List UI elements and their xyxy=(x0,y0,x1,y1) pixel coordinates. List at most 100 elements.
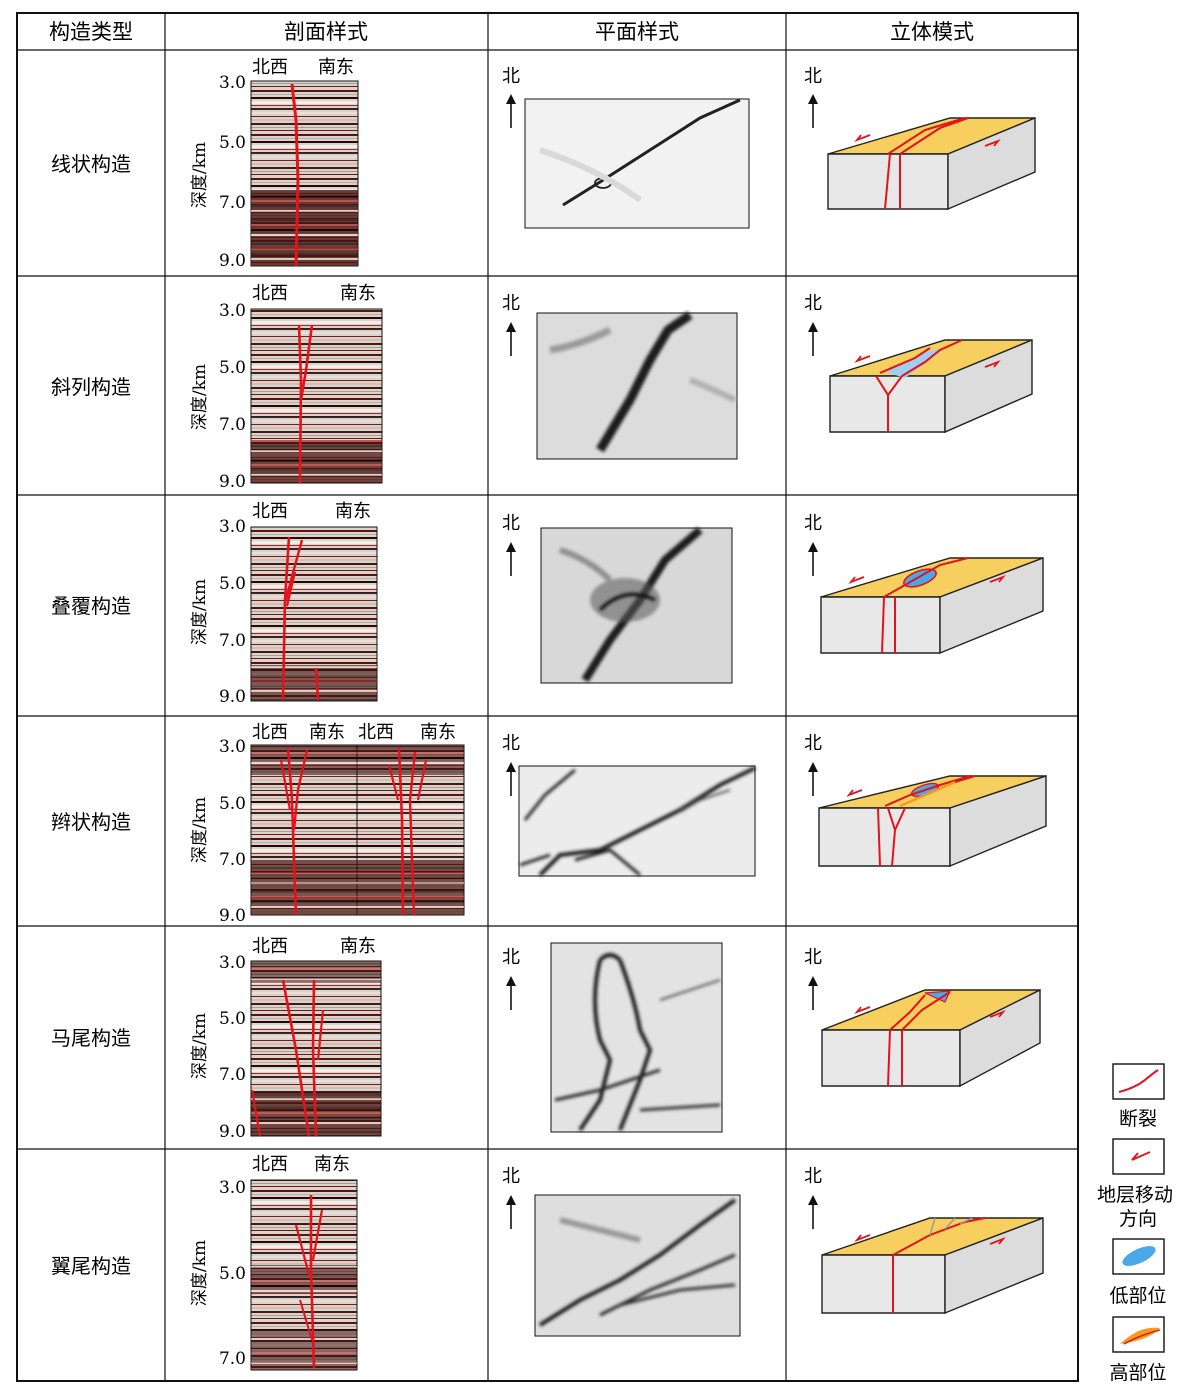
legend-label: 低部位 xyxy=(1109,1285,1166,1307)
header-plan: 平面样式 xyxy=(595,20,679,44)
profile-title: 南东 xyxy=(318,57,354,78)
fault-trace xyxy=(284,539,304,601)
depth-tick: 5.0 xyxy=(219,574,246,594)
fault-trace xyxy=(297,324,303,484)
legend-label: 断裂 xyxy=(1119,1108,1157,1130)
svg-text:北: 北 xyxy=(502,733,520,754)
svg-text:北: 北 xyxy=(502,66,520,87)
depth-tick: 9.0 xyxy=(219,906,246,926)
block-model-2 xyxy=(829,338,1033,434)
fault-trace xyxy=(292,749,309,831)
legend: 断裂 地层移动 方向 低部位 高部位 xyxy=(1097,1063,1179,1384)
fault-trace xyxy=(281,979,311,1137)
legend-item-movement: 地层移动 方向 xyxy=(1097,1138,1179,1230)
north-arrow-icon: 北 xyxy=(804,947,822,1010)
profile-section-3: 北西 南东 3.0 5.0 7.0 9.0 深度/km xyxy=(190,501,378,707)
north-arrow-icon: 北 xyxy=(502,947,520,1010)
row-label: 线状构造 xyxy=(51,152,131,176)
svg-text:北: 北 xyxy=(502,293,520,314)
depth-tick: 3.0 xyxy=(219,73,246,93)
profile-section-1: 北西 南东 3.0 5.0 7.0 9.0 深度/km xyxy=(190,57,359,271)
depth-tick: 5.0 xyxy=(219,133,246,153)
depth-tick: 7.0 xyxy=(219,631,246,651)
header-3d: 立体模式 xyxy=(890,20,974,44)
fault-trace xyxy=(294,1224,311,1276)
row-label: 翼尾构造 xyxy=(51,1254,131,1278)
profile-title: 北西 xyxy=(252,501,288,522)
north-arrow-icon: 北 xyxy=(502,66,520,128)
plan-map-4 xyxy=(518,765,756,877)
profile-title: 北西 xyxy=(252,1154,288,1175)
fault-trace xyxy=(285,571,297,607)
fault-trace xyxy=(250,1089,262,1137)
legend-label: 高部位 xyxy=(1109,1362,1166,1384)
block-model-3 xyxy=(820,556,1044,655)
depth-tick: 9.0 xyxy=(219,251,246,271)
row-label: 斜列构造 xyxy=(51,375,131,399)
depth-axis-label: 深度/km xyxy=(190,364,210,430)
depth-tick: 5.0 xyxy=(219,1264,246,1284)
plan-map-3 xyxy=(540,526,733,684)
plan-map-5 xyxy=(550,942,723,1133)
svg-text:北: 北 xyxy=(804,293,822,314)
svg-text:北: 北 xyxy=(804,513,822,534)
low-position-icon xyxy=(1122,1246,1156,1266)
header-profile: 剖面样式 xyxy=(284,20,368,44)
fault-trace xyxy=(290,83,300,267)
fault-trace xyxy=(309,1195,316,1369)
svg-text:北: 北 xyxy=(804,66,822,87)
depth-axis-label: 深度/km xyxy=(190,579,210,645)
svg-text:北: 北 xyxy=(804,947,822,968)
depth-tick: 9.0 xyxy=(219,1122,246,1142)
fault-trace xyxy=(311,979,318,1137)
depth-axis-label: 深度/km xyxy=(190,797,210,863)
depth-tick: 7.0 xyxy=(219,415,246,435)
fault-trace xyxy=(299,1299,313,1341)
svg-text:北: 北 xyxy=(804,733,822,754)
block-model-5 xyxy=(821,988,1041,1088)
depth-tick: 7.0 xyxy=(219,193,246,213)
profile-title: 北西 xyxy=(252,283,288,304)
profile-title: 北西 xyxy=(252,722,288,743)
profile-section-4: 北西 南东 北西 南东 3.0 5.0 7.0 9.0 深度/km xyxy=(190,722,465,926)
depth-axis-label: 深度/km xyxy=(190,142,210,208)
legend-item-fault: 断裂 xyxy=(1112,1063,1165,1130)
depth-tick: 5.0 xyxy=(219,794,246,814)
depth-tick: 5.0 xyxy=(219,1009,246,1029)
fault-trace xyxy=(397,747,405,916)
north-arrow-icon: 北 xyxy=(804,1166,822,1229)
table-grid xyxy=(16,12,1079,1382)
depth-tick: 9.0 xyxy=(219,687,246,707)
profile-title: 南东 xyxy=(314,1154,350,1175)
fault-trace xyxy=(299,324,314,401)
legend-label: 地层移动 方向 xyxy=(1097,1184,1179,1230)
plan-map-6 xyxy=(534,1194,741,1337)
fault-trace xyxy=(286,747,298,916)
fault-trace xyxy=(408,751,417,916)
profile-title: 北西 xyxy=(252,57,288,78)
fault-trace xyxy=(316,1009,325,1061)
row-labels: 线状构造 斜列构造 叠覆构造 辫状构造 马尾构造 翼尾构造 xyxy=(51,152,131,1278)
depth-tick: 3.0 xyxy=(219,517,246,537)
north-arrow-icon: 北 xyxy=(804,66,822,128)
profile-section-2: 北西 南东 3.0 5.0 7.0 9.0 深度/km xyxy=(190,283,383,492)
north-arrow-icon: 北 xyxy=(804,293,822,356)
north-arrow-icon: 北 xyxy=(804,733,822,796)
table-header: 构造类型 剖面样式 平面样式 立体模式 xyxy=(49,20,974,44)
depth-tick: 5.0 xyxy=(219,358,246,378)
header-type: 构造类型 xyxy=(49,20,133,44)
block-model-4 xyxy=(818,775,1047,868)
block-model-6 xyxy=(821,1216,1044,1315)
profile-section-6: 北西 南东 3.0 5.0 7.0 深度/km xyxy=(190,1154,358,1371)
fault-trace xyxy=(279,759,292,811)
row-label: 马尾构造 xyxy=(51,1026,131,1050)
fault-trace xyxy=(314,667,320,701)
block-model-1 xyxy=(827,116,1036,211)
profile-title: 北西 xyxy=(252,936,288,957)
depth-tick: 9.0 xyxy=(219,472,246,492)
profile-title: 南东 xyxy=(309,722,345,743)
profile-title: 南东 xyxy=(340,283,376,304)
depth-tick: 7.0 xyxy=(219,1349,246,1369)
svg-text:北: 北 xyxy=(502,1166,520,1187)
fault-trace xyxy=(311,1209,324,1261)
